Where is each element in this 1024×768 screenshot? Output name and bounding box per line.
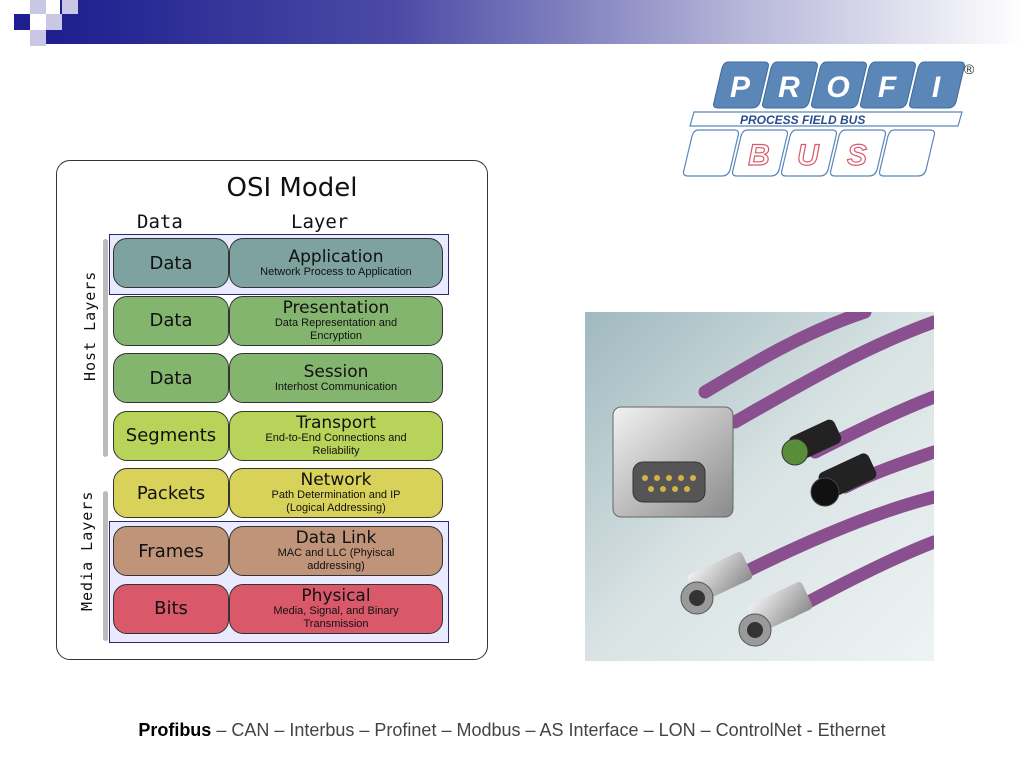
layer-name: Data Link	[295, 528, 377, 548]
layer-name: Physical	[301, 585, 371, 606]
fieldbus-others: – CAN – Interbus – Profinet – Modbus – A…	[211, 720, 886, 740]
logo-letter-tile: P	[713, 61, 769, 109]
layer-description: Media, Signal, and Binary Transmission	[273, 604, 399, 630]
logo-letter: I	[932, 71, 941, 104]
logo-letter-tile: F	[860, 61, 916, 109]
profibus-connectors-photo	[585, 312, 934, 661]
logo-tagline: PROCESS FIELD BUS	[740, 113, 865, 127]
header-square	[14, 14, 30, 30]
d-sub-connector	[612, 406, 734, 518]
m12-connector-metal-1	[680, 552, 753, 615]
data-unit-pill: Data	[113, 353, 229, 404]
layer-name: Session	[303, 361, 369, 382]
logo-bar	[689, 111, 963, 127]
logo-outline-tile: B	[731, 129, 789, 177]
layer-description: MAC and LLC (Phyiscal addressing)	[277, 547, 395, 572]
logo-letter: O	[826, 71, 849, 104]
data-unit-pill: Data	[113, 295, 229, 346]
layer-description: Path Determination and IP (Logical Addre…	[271, 489, 401, 515]
logo-letter: S	[847, 139, 867, 172]
logo-outline-tile	[682, 129, 740, 177]
header-square	[30, 0, 46, 14]
layer-description: Network Process to Application	[260, 265, 412, 278]
logo-letter-tile: O	[811, 61, 867, 109]
registered-mark: ®	[964, 61, 975, 77]
layer-description: Data Representation and Encryption	[274, 316, 398, 342]
host-layers-label: Host Layers	[81, 270, 99, 381]
host-layers-bracket	[103, 239, 108, 457]
m12-connector-metal-2	[738, 582, 813, 647]
fieldbus-highlight: Profibus	[138, 720, 212, 740]
logo-letter-tile: I	[909, 61, 965, 109]
logo-letter: B	[748, 139, 770, 172]
header-square	[46, 30, 62, 44]
logo-letter: F	[878, 71, 897, 104]
data-unit-pill: Bits	[113, 583, 229, 634]
osi-title: OSI Model	[226, 173, 358, 203]
m12-connector-green	[781, 419, 842, 466]
media-layers-label: Media Layers	[78, 490, 96, 611]
header-square	[46, 14, 62, 30]
logo-letter: R	[778, 71, 800, 104]
media-layers-bracket	[103, 491, 108, 641]
logo-outline-tile	[878, 129, 936, 177]
data-unit-pill: Data	[113, 238, 229, 288]
layer-name: Transport	[296, 412, 376, 433]
layer-name: Network	[300, 470, 372, 491]
data-unit-pill: Packets	[113, 468, 229, 519]
logo-outline-tile: U	[780, 129, 838, 177]
osi-model-diagram: OSI Model Data Layer Host Layers Media L…	[56, 160, 488, 660]
logo-outline-tile: S	[829, 129, 887, 177]
logo-letter: P	[730, 71, 751, 104]
column-header-layer: Layer	[291, 211, 349, 233]
header-square	[62, 0, 78, 14]
layer-name: Application	[288, 246, 384, 267]
layer-description: End-to-End Connections and Reliability	[265, 431, 407, 457]
logo-letter: U	[797, 139, 820, 172]
m12-connector-black	[810, 453, 877, 507]
data-unit-pill: Segments	[113, 410, 229, 461]
column-header-data: Data	[137, 211, 183, 233]
layer-description: Interhost Communication	[274, 380, 398, 393]
layer-name: Presentation	[282, 297, 390, 318]
fieldbus-list: Profibus – CAN – Interbus – Profinet – M…	[0, 720, 1024, 741]
header-gradient-bar	[60, 0, 1024, 44]
logo-letter-tile: R	[762, 61, 818, 109]
header-square	[30, 30, 46, 46]
data-unit-pill: Frames	[113, 526, 229, 576]
